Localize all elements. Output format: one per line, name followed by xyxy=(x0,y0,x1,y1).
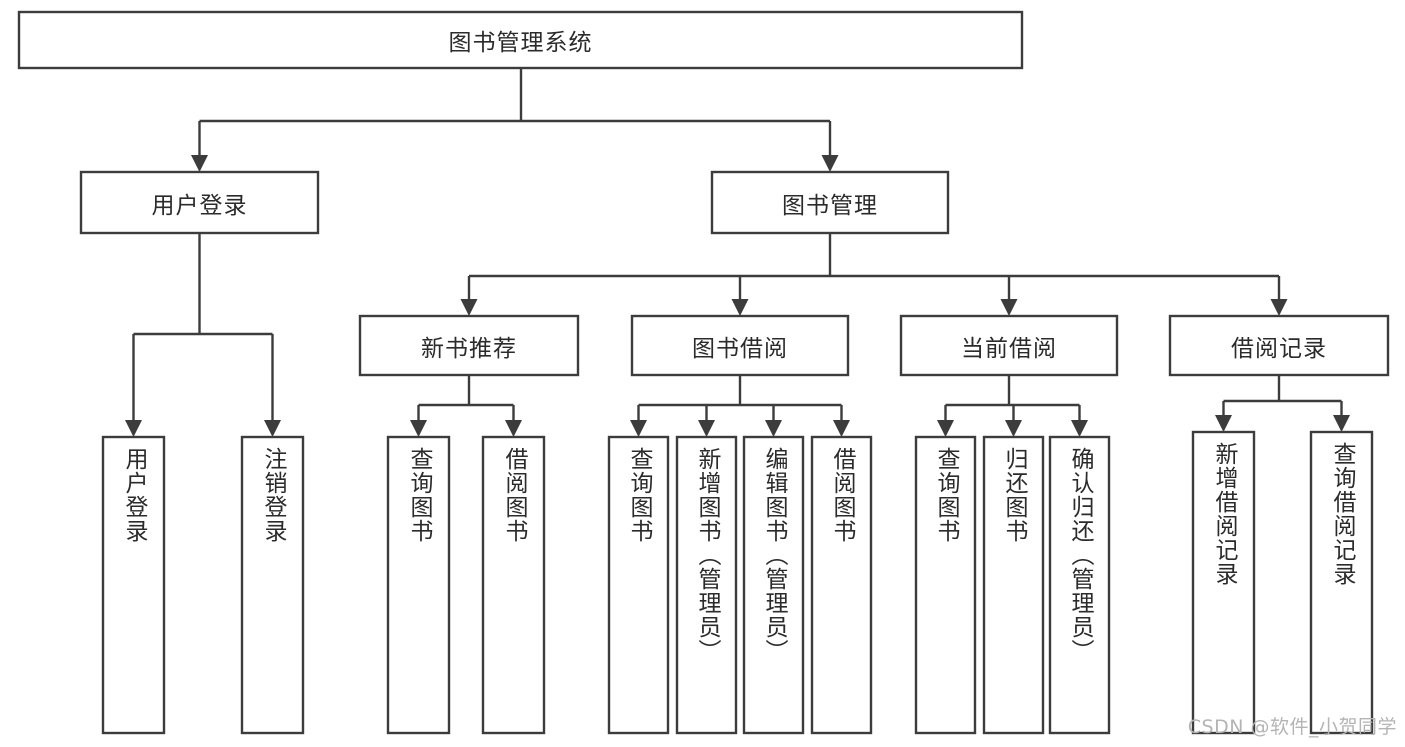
node-box-current-borrow[interactable] xyxy=(899,314,1119,377)
arrow-bookmgmt-to-borrow-icon xyxy=(731,299,749,316)
node-box-leaf-user-login[interactable] xyxy=(101,435,166,735)
node-box-leaf-logout[interactable] xyxy=(240,435,305,735)
arrow-records-to-leaf1-icon xyxy=(1215,415,1232,432)
node-box-leaf-return-book[interactable] xyxy=(982,435,1045,735)
node-box-leaf-borrow-book-recommend[interactable] xyxy=(481,435,546,735)
node-box-leaf-add-book-admin[interactable] xyxy=(675,435,738,735)
arrow-bookmgmt-to-records-icon xyxy=(1270,299,1288,316)
node-box-book-borrow[interactable] xyxy=(630,314,850,377)
arrow-borrow-to-leaf3-icon xyxy=(765,420,782,437)
node-box-leaf-edit-book-admin[interactable] xyxy=(742,435,805,735)
arrow-bookmgmt-to-current-icon xyxy=(1000,299,1018,316)
node-box-leaf-borrow-book[interactable] xyxy=(810,435,873,735)
arrow-userlogin-to-leaf2-icon xyxy=(264,420,281,437)
node-box-root[interactable] xyxy=(17,10,1024,70)
arrow-borrow-to-leaf4-icon xyxy=(833,420,850,437)
arrow-root-to-book-management-icon xyxy=(821,155,839,172)
node-boxes xyxy=(17,10,1390,735)
arrow-heads xyxy=(125,155,1350,437)
node-box-new-book-recommend[interactable] xyxy=(358,314,580,377)
node-box-leaf-add-borrow-record[interactable] xyxy=(1191,430,1256,735)
arrow-borrow-to-leaf1-icon xyxy=(630,420,647,437)
arrow-bookmgmt-to-recommend-icon xyxy=(460,299,478,316)
node-box-leaf-query-borrow-record[interactable] xyxy=(1309,430,1374,735)
arrow-root-to-user-login-icon xyxy=(191,155,208,172)
node-box-leaf-query-book-recommend[interactable] xyxy=(386,435,451,735)
arrow-borrow-to-leaf2-icon xyxy=(698,420,715,437)
arrow-current-to-leaf1-icon xyxy=(937,420,954,437)
node-box-book-management[interactable] xyxy=(710,170,950,235)
arrow-current-to-leaf3-icon xyxy=(1071,420,1088,437)
node-box-leaf-confirm-return-admin[interactable] xyxy=(1048,435,1111,735)
arrow-current-to-leaf2-icon xyxy=(1005,420,1022,437)
node-box-borrow-records[interactable] xyxy=(1168,314,1390,377)
node-box-leaf-query-book-borrow[interactable] xyxy=(607,435,670,735)
node-box-user-login[interactable] xyxy=(79,170,320,235)
arrow-recommend-to-leaf1-icon xyxy=(410,420,427,437)
arrow-userlogin-to-leaf1-icon xyxy=(125,420,142,437)
arrow-records-to-leaf2-icon xyxy=(1333,415,1350,432)
arrow-recommend-to-leaf2-icon xyxy=(505,420,522,437)
node-box-leaf-query-book-current[interactable] xyxy=(914,435,977,735)
